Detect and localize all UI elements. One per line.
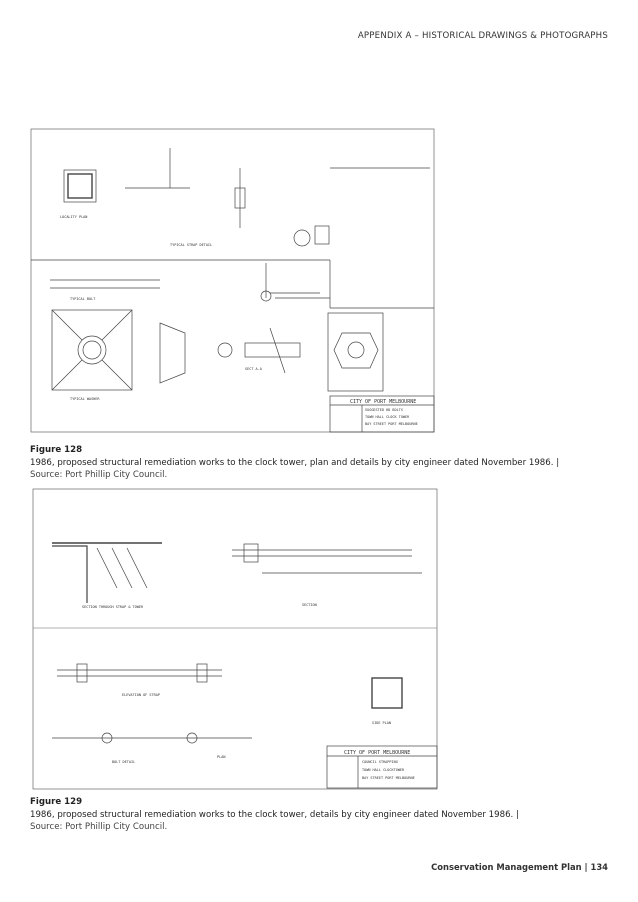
figure-source: Source: Port Phillip City Council. xyxy=(30,470,168,480)
title-block-line: BAY STREET PORT MELBOURNE xyxy=(365,422,418,426)
title-block-line: TOWN HALL CLOCK TOWER xyxy=(365,415,410,419)
drawing-label: ELEVATION OF STRAP xyxy=(122,693,160,697)
drawing-label: TYPICAL BOLT xyxy=(70,297,96,301)
figure-128-caption: Figure 128 1986, proposed structural rem… xyxy=(30,444,620,482)
figure-source: Source: Port Phillip City Council. xyxy=(30,822,168,832)
drawing-label: LOCALITY PLAN xyxy=(60,215,87,219)
drawing-label: PLAN xyxy=(217,755,225,759)
figure-description: 1986, proposed structural remediation wo… xyxy=(30,457,560,468)
drawing-label: SIDE PLAN xyxy=(372,721,391,725)
title-block-line: CITY OF PORT MELBOURNE xyxy=(350,399,416,405)
title-block-line: SUGGESTED HD BOLTS xyxy=(365,408,403,412)
title-block-line: BAY STREET PORT MELBOURNE xyxy=(362,776,415,780)
figure-label: Figure 128 xyxy=(30,445,83,455)
page-header: APPENDIX A – HISTORICAL DRAWINGS & PHOTO… xyxy=(357,31,608,41)
drawing-label: SECT A-A xyxy=(245,367,263,371)
drawing-label: BOLT DETAIL xyxy=(112,760,135,764)
title-block-line: TOWN HALL CLOCKTOWER xyxy=(362,768,405,772)
figure-129-drawing: CITY OF PORT MELBOURNE COUNCIL STRAPPING… xyxy=(32,488,438,790)
figure-128-drawing: CITY OF PORT MELBOURNE SUGGESTED HD BOLT… xyxy=(30,128,435,433)
drawing-label: TYPICAL STRAP DETAIL xyxy=(170,243,212,247)
page-footer: Conservation Management Plan | 134 xyxy=(431,862,608,872)
figure-description: 1986, proposed structural remediation wo… xyxy=(30,809,519,820)
drawing-label: SECTION THROUGH STRAP & TOWER xyxy=(82,605,144,609)
drawing-label: SECTION xyxy=(302,603,317,607)
title-block-line: COUNCIL STRAPPING xyxy=(362,760,398,764)
title-block-line: CITY OF PORT MELBOURNE xyxy=(344,750,410,756)
figure-129-caption: Figure 129 1986, proposed structural rem… xyxy=(30,796,620,834)
figure-label: Figure 129 xyxy=(30,797,83,807)
drawing-label: TYPICAL WASHER xyxy=(70,397,100,401)
